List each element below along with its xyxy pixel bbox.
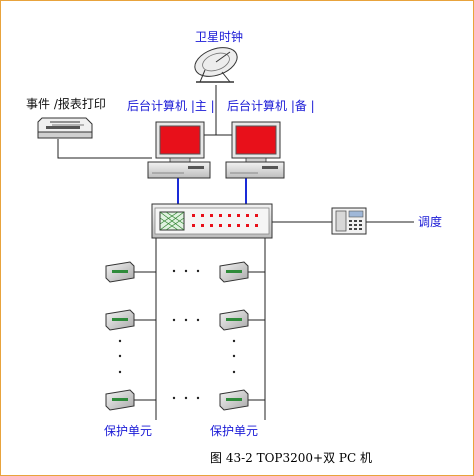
protection-unit-label-right: 保护单元	[210, 424, 259, 438]
protection-unit-icon	[105, 389, 135, 411]
figure-caption: 图 43-2 TOP3200+双 PC 机	[210, 451, 372, 465]
connection-lines	[57, 85, 414, 420]
satellite-clock-label: 卫星时钟	[195, 30, 244, 44]
printer-link-line	[57, 139, 152, 159]
protection-unit-icon	[219, 309, 249, 331]
switch-device-icon	[151, 203, 273, 239]
blue-links	[177, 178, 247, 204]
main-computer-label: 后台计算机 |主 |	[127, 99, 215, 113]
backup-computer-icon	[225, 121, 285, 179]
ellipsis-dots	[118, 269, 236, 400]
main-computer-icon	[147, 121, 211, 179]
protection-unit-icon	[219, 261, 249, 283]
printer-icon	[37, 117, 93, 139]
backup-computer-label: 后台计算机 |备 |	[227, 99, 315, 113]
protection-unit-icon	[105, 309, 135, 331]
protection-unit-icon	[105, 261, 135, 283]
printer-label: 事件 /报表打印	[26, 97, 106, 111]
satellite-dish-icon	[194, 47, 238, 83]
dispatch-label: 调度	[418, 215, 443, 229]
telephone-icon	[331, 207, 367, 235]
protection-unit-label-left: 保护单元	[104, 424, 153, 438]
protection-unit-icon	[219, 389, 249, 411]
protection-units	[105, 261, 249, 411]
